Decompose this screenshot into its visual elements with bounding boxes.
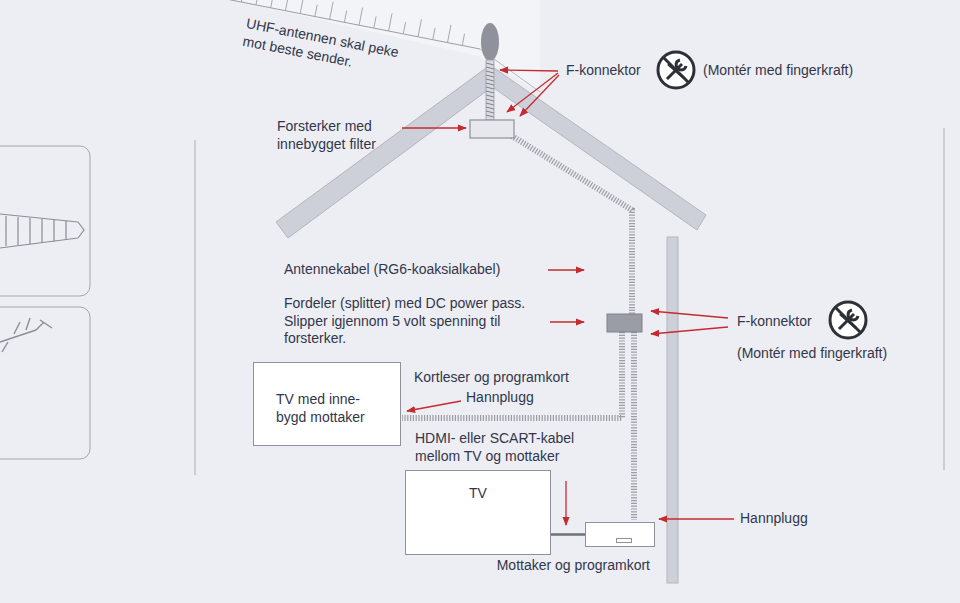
splitter-label: Fordeler (splitter) med DC power pass. S… bbox=[284, 295, 546, 348]
icon-circle bbox=[830, 302, 866, 338]
antenna-element bbox=[256, 0, 258, 5]
antenna-element bbox=[344, 11, 346, 23]
leader-arrow bbox=[651, 311, 728, 318]
plug-label: Hannplugg bbox=[466, 389, 534, 407]
mast-thread bbox=[486, 99, 494, 101]
antenna-element bbox=[389, 13, 392, 31]
antenna-element bbox=[433, 28, 435, 40]
connector-label: F-konnektor bbox=[737, 313, 812, 331]
mast-thread bbox=[486, 83, 494, 85]
mast-thread bbox=[486, 107, 494, 109]
antenna-element bbox=[418, 19, 421, 37]
wall bbox=[667, 237, 678, 583]
mast-thread bbox=[486, 79, 494, 81]
divider-line bbox=[944, 128, 945, 470]
antenna-element bbox=[271, 0, 274, 8]
yagi-antenna-sketch bbox=[0, 214, 84, 248]
mounting-note: (Montér med fingerkraft) bbox=[737, 345, 887, 363]
mast-thread bbox=[486, 87, 494, 89]
mast-thread bbox=[486, 71, 494, 73]
mast-pipe bbox=[486, 60, 494, 120]
antenna-element bbox=[374, 16, 376, 28]
mast-thread bbox=[486, 111, 494, 113]
side-panel bbox=[0, 146, 90, 296]
leader-arrow bbox=[507, 73, 558, 112]
mount-sketch bbox=[0, 318, 52, 352]
mast-thread bbox=[486, 95, 494, 97]
antenna-element bbox=[315, 5, 317, 17]
side-panels bbox=[0, 128, 944, 475]
antenna-boom bbox=[226, 0, 480, 49]
splitter-box bbox=[607, 314, 642, 332]
antenna-element bbox=[403, 22, 405, 34]
house bbox=[276, 68, 706, 583]
mounting-note: (Montér med fingerkraft) bbox=[703, 62, 853, 80]
leader-arrows bbox=[402, 70, 734, 525]
antenna-element bbox=[300, 0, 303, 14]
device-label: TV bbox=[406, 485, 550, 503]
mast-thread bbox=[486, 75, 494, 77]
antenna-element bbox=[330, 2, 333, 20]
card-reader-label: Kortleser og programkort bbox=[414, 369, 569, 387]
plug-label: Hannplugg bbox=[740, 510, 808, 528]
roof-right bbox=[488, 68, 706, 230]
mast bbox=[486, 60, 494, 120]
no-tools-icon bbox=[830, 302, 866, 338]
connector-label: F-konnektor bbox=[566, 62, 641, 80]
mast-thread bbox=[486, 63, 494, 65]
prohibit-slash bbox=[663, 57, 689, 83]
leader-arrow bbox=[659, 518, 734, 519]
hdmi-cable bbox=[551, 533, 585, 536]
antenna-note: UHF-antennen skal peke mot beste sender. bbox=[241, 15, 415, 82]
leader-arrow bbox=[651, 327, 728, 334]
divider-line bbox=[195, 140, 196, 475]
leader-arrow bbox=[500, 70, 558, 71]
mast-thread bbox=[486, 103, 494, 105]
antenna-element bbox=[241, 0, 244, 2]
antenna-elements bbox=[241, 0, 464, 46]
prohibit-slash bbox=[835, 307, 861, 333]
mast-thread bbox=[486, 67, 494, 69]
coax-cable bbox=[631, 332, 637, 520]
slot-mark bbox=[616, 538, 632, 543]
leader-arrow bbox=[565, 481, 566, 525]
leader-arrow bbox=[520, 75, 559, 116]
coax-cable bbox=[402, 332, 622, 418]
leader-arrow bbox=[550, 321, 584, 322]
mast-thread bbox=[486, 115, 494, 117]
no-tools-icon bbox=[658, 52, 694, 88]
cable-label: Antennekabel (RG6-koaksialkabel) bbox=[284, 261, 500, 279]
receiver-caption: Mottaker og programkort bbox=[497, 557, 650, 575]
amplifier-label: Forsterker med innebygget filter bbox=[277, 118, 397, 153]
side-panel bbox=[0, 307, 90, 459]
mast-thread bbox=[486, 91, 494, 93]
roof-left bbox=[276, 68, 496, 238]
icon-circle bbox=[658, 52, 694, 88]
antenna-element bbox=[447, 25, 450, 43]
tv-box: TV med inne- bygd mottaker bbox=[253, 362, 401, 446]
coax-cable bbox=[512, 136, 632, 314]
leader-arrow bbox=[407, 401, 461, 411]
tv-box: TV bbox=[405, 470, 551, 555]
leader-arrow bbox=[402, 127, 466, 128]
receiver-box: Mottaker og programkort bbox=[585, 522, 655, 547]
leader-arrow bbox=[548, 269, 584, 270]
antenna-connector bbox=[481, 23, 499, 61]
antenna-element bbox=[359, 8, 362, 26]
hdmi-cable-label: HDMI- eller SCART-kabel mellom TV og mot… bbox=[415, 430, 590, 465]
device-label: TV med inne- bygd mottaker bbox=[276, 391, 376, 426]
antenna-element bbox=[285, 0, 287, 11]
coax-cables bbox=[402, 136, 634, 520]
antenna-element bbox=[462, 34, 464, 46]
amplifier-box bbox=[470, 120, 514, 138]
